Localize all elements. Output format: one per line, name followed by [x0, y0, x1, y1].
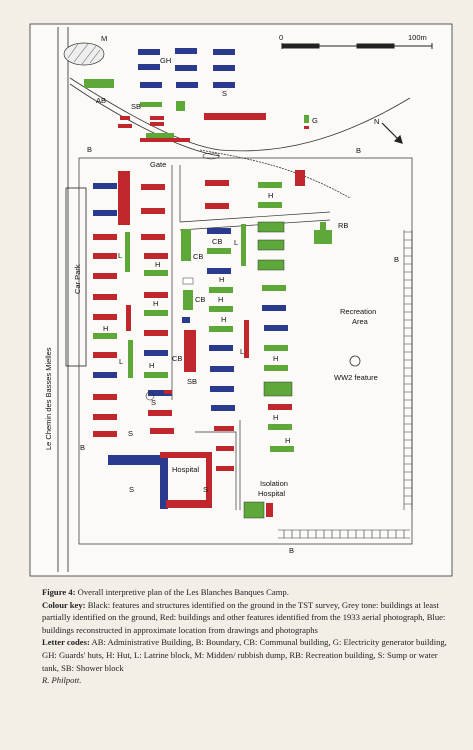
code-B-s: B	[289, 546, 294, 555]
code-H-c3a: H	[219, 275, 224, 284]
scale-max: 100m	[408, 33, 427, 42]
midden-dump	[63, 42, 105, 66]
car-park-label: Car Park	[73, 264, 82, 294]
code-CB-4: CB	[212, 237, 222, 246]
code-H-c3b: H	[218, 295, 223, 304]
code-RB: RB	[338, 221, 348, 230]
hospital-complex	[108, 452, 212, 509]
caption-letter-codes: Letter codes: AB: Administrative Buildin…	[42, 637, 447, 673]
code-L-w1: L	[118, 251, 122, 260]
code-S-w: S	[128, 429, 133, 438]
code-G: G	[312, 116, 318, 125]
road	[57, 27, 69, 572]
south-fence	[278, 529, 410, 539]
huts-col3	[205, 180, 235, 471]
code-CB-1: CB	[193, 252, 203, 261]
sump-c2	[145, 391, 155, 401]
isolation-hospital-line2: Hospital	[258, 489, 285, 498]
communal-buildings	[181, 229, 196, 372]
code-L-e1: L	[234, 238, 238, 247]
code-S-hosp1: S	[129, 485, 134, 494]
internal-roads	[171, 165, 331, 510]
scale-zero: 0	[279, 33, 283, 42]
car-park	[65, 187, 87, 367]
code-B-w: B	[80, 443, 85, 452]
isolation-hospital	[243, 501, 273, 519]
road-label: Le Chemin des Basses Mielles	[44, 347, 53, 450]
gate-feature	[202, 152, 220, 160]
code-S-north: S	[222, 89, 227, 98]
code-H-c4a: H	[268, 191, 273, 200]
code-AB: AB	[96, 96, 106, 105]
figure-caption: Figure 4: Overall interpretive plan of t…	[42, 586, 454, 687]
code-H-c4c: H	[273, 413, 278, 422]
north-label: N	[374, 117, 379, 126]
east-fence	[403, 230, 413, 510]
recreation-building	[314, 222, 332, 244]
huts-west	[93, 171, 133, 437]
code-B-e: B	[394, 255, 399, 264]
code-SB-mid: SB	[187, 377, 197, 386]
code-H-c2a: H	[155, 260, 160, 269]
huts-col2	[141, 184, 174, 434]
caption-title: Figure 4: Overall interpretive plan of t…	[42, 587, 289, 597]
code-S-hosp2: S	[203, 485, 208, 494]
north-arrow-icon	[381, 122, 403, 144]
code-B-ne: B	[356, 146, 361, 155]
ww2-feature-icon	[349, 355, 361, 367]
code-CB-3: CB	[172, 354, 182, 363]
code-H-c2b: H	[153, 299, 158, 308]
code-SB-north: SB	[131, 102, 141, 111]
hospital-label: Hospital	[172, 465, 199, 474]
code-L-e2: L	[240, 347, 244, 356]
code-H-w1: H	[103, 324, 108, 333]
code-S-c2: S	[151, 398, 156, 407]
code-H-c4d: H	[285, 436, 290, 445]
caption-author: R. Philpott.	[42, 675, 82, 686]
code-M: M	[101, 34, 107, 43]
code-H-c4b: H	[273, 354, 278, 363]
camp-plan-map: Le Chemin des Basses Mielles Car Park 0 …	[29, 23, 453, 577]
code-H-c3c: H	[221, 315, 226, 324]
latrines-east	[241, 224, 249, 358]
code-B-nw: B	[87, 145, 92, 154]
buildings-north	[84, 48, 309, 142]
code-CB-2: CB	[195, 295, 205, 304]
recreation-area-line1: Recreation	[340, 307, 376, 316]
scale-bar	[281, 43, 433, 49]
caption-colour-key: Colour key: Black: features and structur…	[42, 599, 446, 635]
code-GH: GH	[160, 56, 171, 65]
ww2-feature-label: WW2 feature	[334, 373, 378, 382]
gate-label: Gate	[150, 160, 166, 169]
northern-tracks	[69, 77, 411, 199]
code-H-c2c: H	[149, 361, 154, 370]
code-L-w2: L	[119, 357, 123, 366]
huts-col4	[257, 170, 305, 452]
isolation-hospital-line1: Isolation	[260, 479, 288, 488]
recreation-area-line2: Area	[352, 317, 369, 326]
